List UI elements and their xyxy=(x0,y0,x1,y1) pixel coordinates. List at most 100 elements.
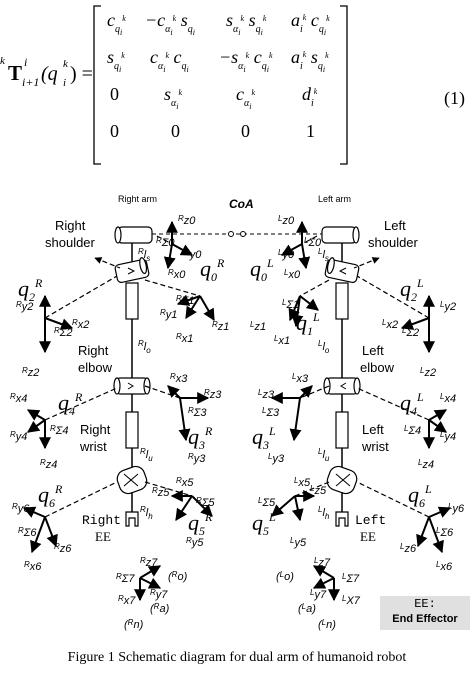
svg-text:Lx5: Lx5 xyxy=(294,476,311,489)
left-wrist-label-2: wrist xyxy=(361,439,389,454)
ee-legend-box: EE: End Effector xyxy=(380,596,470,630)
svg-text:Rx1: Rx1 xyxy=(176,332,193,345)
lhs-close: ) = xyxy=(70,63,93,85)
left-shoulder-label-2: shoulder xyxy=(368,235,419,250)
matrix-row-2: sqik cαik cqi −sαik cqik aik sqik xyxy=(107,47,329,74)
svg-text:Rx4: Rx4 xyxy=(10,392,27,405)
lhs-symbol: T xyxy=(8,61,22,85)
left-axis-labels: Lz0 LΣ0 Ly0 Lx0 LΣ1 Lz1 Lx1 Ly2 Lx2 LΣ2 … xyxy=(250,214,465,631)
right-elbow-label-2: elbow xyxy=(78,360,113,375)
svg-text:(Rn): (Rn) xyxy=(124,618,144,631)
svg-text:q6L: q6L xyxy=(408,482,432,510)
coa-label: CoA xyxy=(229,197,254,211)
svg-text:LΣ2: LΣ2 xyxy=(402,326,419,339)
svg-text:Rx0: Rx0 xyxy=(168,268,186,281)
svg-text:0: 0 xyxy=(171,121,180,141)
svg-text:Rz5: Rz5 xyxy=(152,486,170,499)
svg-text:Rz4: Rz4 xyxy=(40,458,57,471)
svg-text:q5R: q5R xyxy=(188,510,213,538)
svg-text:Lz6: Lz6 xyxy=(400,542,417,555)
svg-text:Ry3: Ry3 xyxy=(188,452,206,465)
svg-text:cqik: cqik xyxy=(107,10,126,37)
right-part-labels: Right shoulder Right elbow Right wrist R… xyxy=(45,218,121,544)
svg-text:Lx3: Lx3 xyxy=(292,372,309,385)
svg-text:sαik: sαik xyxy=(164,84,183,111)
svg-text:Lz4: Lz4 xyxy=(418,458,434,471)
svg-text:(Ra): (Ra) xyxy=(150,602,170,615)
svg-text:Lx1: Lx1 xyxy=(274,334,290,347)
svg-text:Ry0: Ry0 xyxy=(184,248,202,261)
svg-text:Rz1: Rz1 xyxy=(212,320,229,333)
svg-text:q3L: q3L xyxy=(252,424,276,452)
right-arm xyxy=(113,226,153,527)
right-bracket xyxy=(340,5,348,165)
lhs-arg-sub: i xyxy=(63,77,66,89)
svg-text:Ly2: Ly2 xyxy=(440,300,456,313)
svg-text:q0R: q0R xyxy=(200,256,225,284)
right-elbow-label-1: Right xyxy=(78,343,109,358)
right-ee-label-2: EE xyxy=(95,529,111,544)
svg-text:Rx7: Rx7 xyxy=(118,594,136,607)
svg-text:Rx5: Rx5 xyxy=(176,476,194,489)
svg-text:Ly6: Ly6 xyxy=(448,502,465,515)
lhs-sup: i xyxy=(24,55,27,69)
svg-text:Rls: Rls xyxy=(138,247,150,263)
right-shoulder-label-2: shoulder xyxy=(45,235,96,250)
left-arm-label: Left arm xyxy=(318,194,351,204)
left-wrist-label-1: Left xyxy=(362,422,384,437)
svg-text:0: 0 xyxy=(110,84,119,104)
svg-text:Rz7: Rz7 xyxy=(140,556,158,569)
right-dashed-axes xyxy=(44,235,201,518)
svg-text:Rx2: Rx2 xyxy=(72,318,89,331)
lhs-arg: (q xyxy=(41,63,58,85)
lhs-prefix: k xyxy=(0,55,6,67)
svg-text:q0L: q0L xyxy=(250,256,274,284)
svg-text:Rx6: Rx6 xyxy=(24,560,42,573)
svg-text:Ly3: Ly3 xyxy=(268,452,285,465)
left-elbow-label-1: Left xyxy=(362,343,384,358)
svg-text:Ry6: Ry6 xyxy=(12,502,30,515)
svg-text:Rlh: Rlh xyxy=(140,505,153,521)
svg-text:dik: dik xyxy=(302,84,318,109)
svg-text:q5L: q5L xyxy=(252,510,276,538)
svg-text:Rx3: Rx3 xyxy=(170,372,188,385)
right-wrist-label-2: wrist xyxy=(79,439,107,454)
svg-text:q2L: q2L xyxy=(400,276,424,304)
dual-arm-schematic: Right arm CoA Left arm xyxy=(10,194,465,631)
svg-text:Lz1: Lz1 xyxy=(250,320,266,333)
svg-text:0: 0 xyxy=(241,121,250,141)
svg-text:RΣ4: RΣ4 xyxy=(50,424,69,437)
svg-text:Llh: Llh xyxy=(318,505,330,521)
svg-text:q4R: q4R xyxy=(58,390,83,418)
figure-caption: Figure 1 Schematic diagram for dual arm … xyxy=(67,650,407,665)
svg-text:Rz2: Rz2 xyxy=(22,366,39,379)
svg-text:sαik sqik: sαik sqik xyxy=(226,10,267,37)
svg-text:LΣ6: LΣ6 xyxy=(436,526,454,539)
left-arm xyxy=(321,226,361,527)
svg-text:aik sqik: aik sqik xyxy=(291,47,329,74)
svg-text:Ry2: Ry2 xyxy=(16,300,33,313)
svg-text:sqik: sqik xyxy=(107,47,125,74)
svg-text:(Ln): (Ln) xyxy=(318,618,336,631)
svg-text:Rz6: Rz6 xyxy=(54,542,72,555)
svg-text:LΣ4: LΣ4 xyxy=(404,424,421,437)
svg-text:(La): (La) xyxy=(298,602,316,615)
svg-text:1: 1 xyxy=(306,121,315,141)
ee-legend-full: End Effector xyxy=(392,613,458,625)
svg-text:Lls: Lls xyxy=(318,247,329,263)
right-frames xyxy=(22,220,215,602)
svg-text:Llo: Llo xyxy=(318,339,330,355)
svg-text:Rz0: Rz0 xyxy=(178,214,196,227)
svg-text:LΣ5: LΣ5 xyxy=(258,496,276,509)
svg-text:LΣ0: LΣ0 xyxy=(304,236,322,249)
svg-text:Ly7: Ly7 xyxy=(310,588,327,601)
svg-text:Ry7: Ry7 xyxy=(150,588,168,601)
svg-text:cαik cqi: cαik cqi xyxy=(150,47,189,74)
svg-text:Ry1: Ry1 xyxy=(160,308,177,321)
svg-text:LΣ3: LΣ3 xyxy=(262,406,280,419)
svg-text:RΣ1: RΣ1 xyxy=(176,294,195,307)
matrix-row-4: 0 0 0 1 xyxy=(110,121,315,141)
svg-text:Lz2: Lz2 xyxy=(420,366,436,379)
svg-text:Lz0: Lz0 xyxy=(278,214,295,227)
svg-text:(Ro): (Ro) xyxy=(168,570,188,583)
